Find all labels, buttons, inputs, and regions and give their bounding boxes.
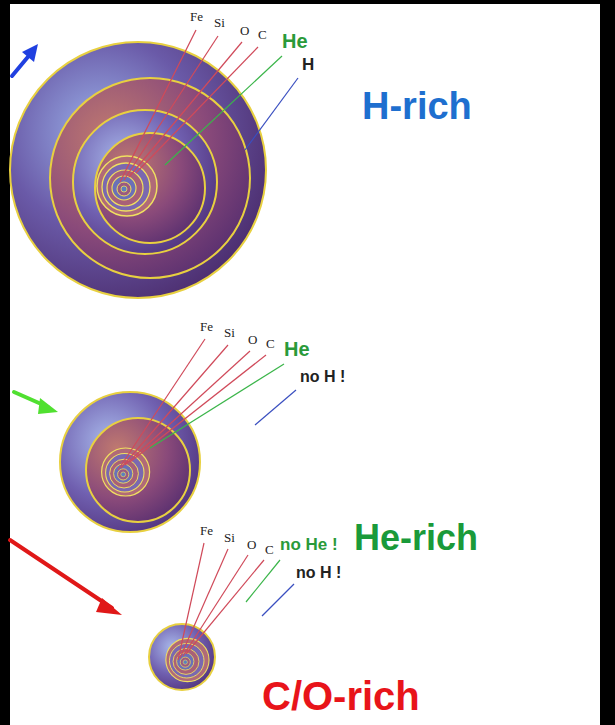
element-label: O [240,24,249,38]
absence-label: no H ! [296,564,341,582]
element-label: C [266,337,275,351]
element-label: Si [224,326,235,340]
absence-label: no He ! [280,536,338,555]
element-label: Si [214,16,225,30]
element-label: Fe [200,320,213,334]
star-type-label: H-rich [362,86,472,128]
element-label: H [302,56,314,75]
element-label: Fe [190,10,203,24]
element-label: C [265,543,274,557]
co-rich-star [149,624,215,690]
element-label: C [258,28,267,42]
h-rich-star [10,42,266,298]
leader-lines [118,30,298,660]
absence-label: no H ! [300,368,345,386]
element-label: He [284,338,310,360]
star-type-label: C/O-rich [262,674,420,718]
element-label: Si [224,531,235,545]
element-label: Fe [200,524,213,538]
element-label: O [248,333,257,347]
element-label: He [282,30,308,52]
star-type-label: He-rich [354,518,478,558]
incoming-arrows [10,44,122,615]
element-label: O [247,538,256,552]
